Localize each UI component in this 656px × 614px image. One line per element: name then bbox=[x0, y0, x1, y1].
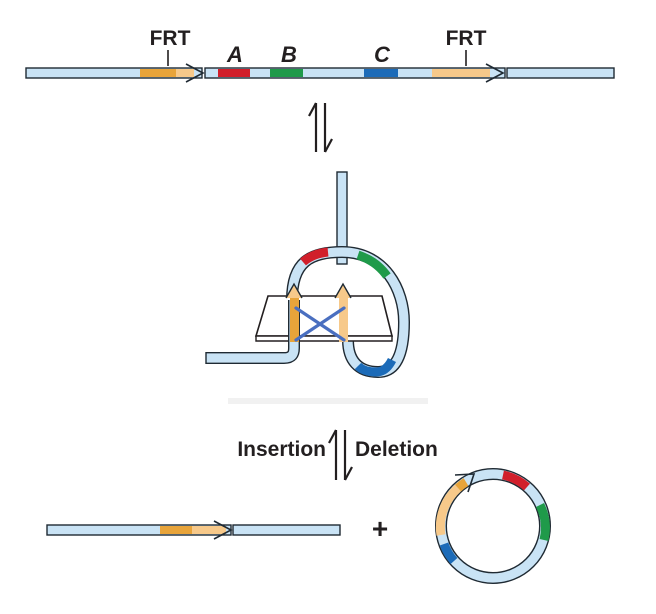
circle-frt-site bbox=[435, 484, 462, 536]
equilibrium-arrow-bottom-icon bbox=[328, 429, 353, 481]
recombinase-platform-icon bbox=[254, 295, 394, 342]
synapse-strand-top bbox=[336, 171, 348, 265]
frt-left-label: FRT bbox=[150, 27, 191, 50]
gene-a-block bbox=[218, 69, 250, 77]
linear-product-right bbox=[232, 524, 341, 536]
linear-product bbox=[46, 520, 341, 540]
separator-shadow bbox=[228, 398, 428, 404]
deletion-label: Deletion bbox=[355, 438, 438, 461]
gene-b-block bbox=[270, 69, 303, 77]
top-dna-construct: FRT FRT A B C bbox=[25, 27, 615, 83]
circular-product bbox=[435, 468, 551, 584]
circle-gene-b bbox=[535, 503, 550, 542]
frt-right-label: FRT bbox=[446, 27, 487, 50]
circle-gene-a bbox=[501, 470, 530, 491]
synapse-intermediate bbox=[205, 171, 411, 379]
gene-a-label: A bbox=[226, 42, 243, 67]
insertion-label: Insertion bbox=[237, 438, 326, 461]
synapse-frt-left bbox=[285, 282, 303, 342]
synapse-frt-right bbox=[334, 282, 352, 342]
crossover-icon bbox=[294, 306, 346, 342]
loop-gene-b bbox=[356, 250, 391, 279]
gene-c-label: C bbox=[374, 42, 391, 67]
dna-segment-right bbox=[506, 67, 615, 79]
plus-sign: + bbox=[372, 513, 388, 544]
linear-product-frt-arrowhead bbox=[213, 520, 233, 540]
frt-site-left bbox=[140, 63, 205, 83]
circle-frt-arrowhead bbox=[454, 473, 476, 493]
frt-site-right bbox=[432, 63, 505, 83]
equilibrium-arrow-top-icon bbox=[308, 102, 333, 153]
loop-gene-a bbox=[300, 247, 329, 266]
circle-gene-c bbox=[439, 542, 458, 564]
loop-gene-c bbox=[354, 357, 397, 377]
gene-b-label: B bbox=[281, 42, 297, 67]
dna-segment-middle bbox=[204, 67, 506, 79]
gene-c-block bbox=[364, 69, 398, 77]
